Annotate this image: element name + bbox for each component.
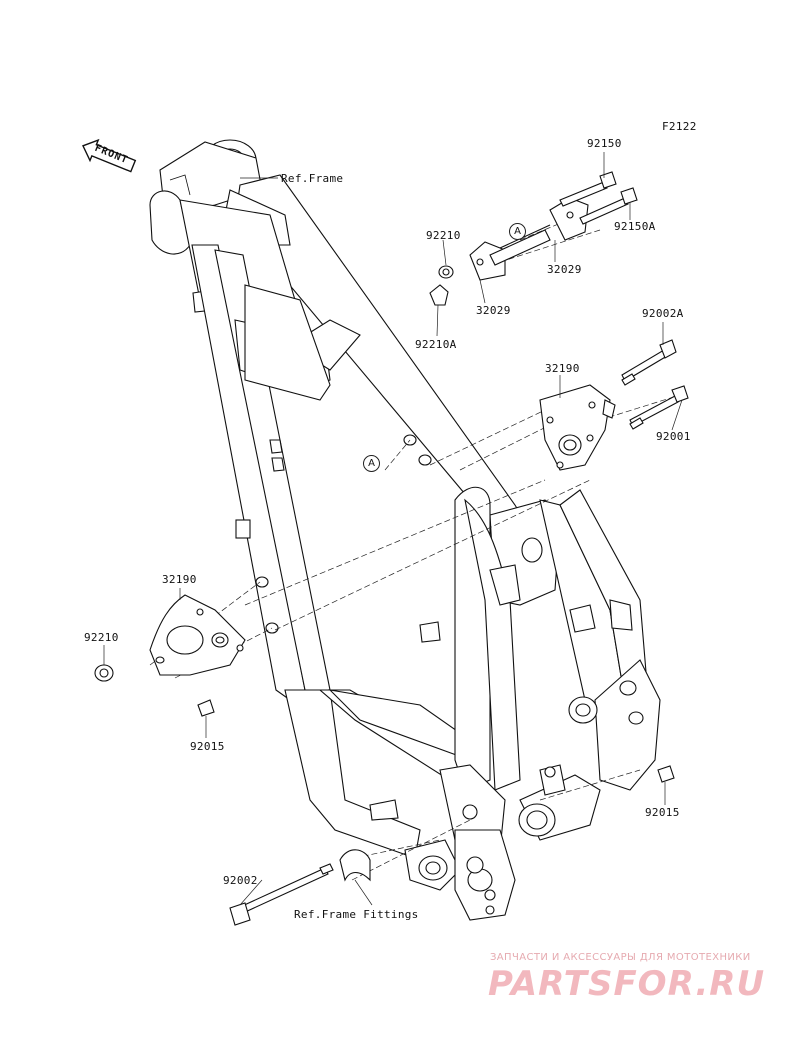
part-label-92001[interactable]: 92001 [656, 430, 691, 443]
nuts-bolts-lower [94, 664, 675, 926]
ref-frame-fittings-label: Ref.Frame Fittings [294, 908, 419, 921]
marker-a-lower: A [363, 455, 380, 472]
part-label-92210-left[interactable]: 92210 [84, 631, 119, 644]
part-label-92002[interactable]: 92002 [223, 874, 258, 887]
part-label-32029-left[interactable]: 32029 [476, 304, 511, 317]
part-label-92150a[interactable]: 92150A [614, 220, 656, 233]
rear-down-tube [439, 486, 521, 921]
front-direction-arrow: FRONT [76, 133, 140, 179]
steering-head [149, 139, 263, 255]
part-label-92210-top[interactable]: 92210 [426, 229, 461, 242]
ref-frame-label: Ref.Frame [281, 172, 344, 185]
diagram-code: F2122 [662, 120, 697, 133]
part-label-32190-left[interactable]: 32190 [162, 573, 197, 586]
rear-frame-right [539, 489, 661, 791]
watermark-brand-logo: PARTSFOR.RU [488, 964, 766, 1004]
watermark-tagline: ЗАПЧАСТИ И АКСЕССУАРЫ ДЛЯ МОТОТЕХНИКИ [490, 952, 751, 963]
marker-a-upper: A [509, 223, 526, 240]
part-label-92150[interactable]: 92150 [587, 137, 622, 150]
arrow-left-icon [82, 138, 137, 173]
part-label-92015-right[interactable]: 92015 [645, 806, 680, 819]
part-label-32190-right[interactable]: 32190 [545, 362, 580, 375]
part-label-92015-left[interactable]: 92015 [190, 740, 225, 753]
upper-cross-tube [234, 284, 361, 401]
leader-lines [103, 152, 683, 906]
bolts-upper-right [621, 339, 689, 430]
part-label-32029-right[interactable]: 32029 [547, 263, 582, 276]
bottom-cradle [284, 689, 471, 891]
upper-brackets [469, 197, 589, 281]
swingarm-pivot [518, 764, 601, 841]
part-label-92210a[interactable]: 92210A [415, 338, 457, 351]
engine-bracket-left [149, 594, 246, 676]
engine-bracket-right [539, 384, 616, 471]
part-label-92002a[interactable]: 92002A [642, 307, 684, 320]
nuts-upper-left [429, 265, 454, 306]
